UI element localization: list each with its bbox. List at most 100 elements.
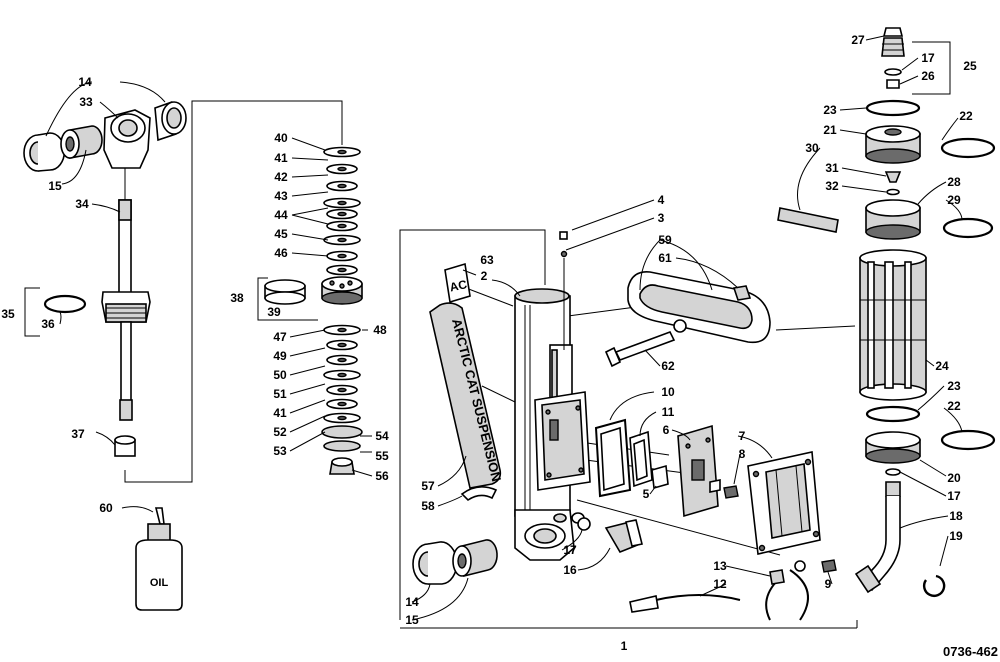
callout-48: 48 [373,323,387,337]
shim-plate [323,440,361,452]
valve-plate [651,424,721,518]
callout-10: 10 [661,385,675,399]
shim-hole [337,237,347,243]
callout-21: 21 [823,123,837,137]
callout-16: 16 [563,563,577,577]
shock-shaft [101,199,151,421]
callout-40: 40 [274,131,288,145]
shaft-assembly: OIL [23,101,187,611]
callout-18: 18 [949,509,963,523]
callout-3: 3 [658,211,665,225]
washer-58 [460,486,498,502]
callout-43: 43 [274,189,288,203]
callout-44: 44 [274,208,288,222]
reservoir-cover [747,451,821,555]
callout-14: 14 [78,75,92,89]
wire-harness [629,560,809,621]
callout-22: 22 [947,399,961,413]
callout-35: 35 [1,307,15,321]
callout-55: 55 [375,449,389,463]
callout-23: 23 [947,379,961,393]
callout-60: 60 [99,501,113,515]
callout-36: 36 [41,317,55,331]
callout-15: 15 [405,613,419,627]
callout-17: 17 [921,51,935,65]
callout-46: 46 [274,246,288,260]
shim-hole [337,200,347,206]
callout-47: 47 [273,330,287,344]
bolt-62 [604,331,676,368]
callout-37: 37 [71,427,85,441]
callout-14: 14 [405,595,419,609]
bracket-35 [24,287,40,337]
callout-42: 42 [274,170,288,184]
oil-bottle: OIL [135,507,183,611]
callout-50: 50 [273,368,287,382]
callout-4: 4 [658,193,665,207]
callout-8: 8 [739,447,746,461]
shim-hole [337,415,347,421]
callout-56: 56 [375,469,389,483]
decal-logo-63: AC [444,262,471,304]
decal-57: ARCTIC CAT SUSPENSION [429,302,504,489]
shim-hole [337,166,347,172]
callout-45: 45 [274,227,288,241]
sleeve-left [60,125,103,159]
shim-hole [337,401,347,407]
o-ring-36 [43,294,87,314]
callout-1: 1 [621,639,628,653]
callout-19: 19 [949,529,963,543]
callout-22: 22 [959,109,973,123]
shim-plate [321,425,363,439]
shim-hole [337,223,347,229]
shock-body: ARCTIC CAT SUSPENSION AC [429,262,591,561]
shim-hole [337,327,347,333]
valve-cap [559,231,568,350]
callout-63: 63 [480,253,494,267]
callout-30: 30 [805,141,819,155]
shim-hole [337,183,347,189]
callout-29: 29 [947,193,961,207]
callout-59: 59 [658,233,672,247]
shim-hole [337,387,347,393]
bushing-right [154,101,187,142]
reservoir-assembly [777,27,996,597]
callout-11: 11 [662,405,675,419]
callout-27: 27 [851,33,865,47]
callout-54: 54 [375,429,389,443]
callout-32: 32 [825,179,839,193]
callout-33: 33 [79,95,93,109]
callout-31: 31 [825,161,839,175]
callout-23: 23 [823,103,837,117]
callout-62: 62 [661,359,675,373]
shim-stack [321,146,363,452]
clamp-59 [627,271,771,344]
callout-34: 34 [75,197,89,211]
callout-25: 25 [963,59,977,73]
callout-49: 49 [273,349,287,363]
oil-bottle-label: OIL [150,577,169,589]
callout-17: 17 [563,543,577,557]
callout-58: 58 [421,499,435,513]
shim-hole [337,342,347,348]
callout-41: 41 [274,151,288,165]
fitting-16 [577,517,643,553]
diagram-code: 0736-462 [943,644,998,659]
callout-9: 9 [825,577,832,591]
callout-2: 2 [481,269,488,283]
callout-41: 41 [273,406,287,420]
callout-6: 6 [663,423,670,437]
callout-53: 53 [273,444,287,458]
shim-hole [337,372,347,378]
callout-17: 17 [947,489,961,503]
callout-7: 7 [739,429,746,443]
callout-leaders [45,35,963,629]
callout-12: 12 [713,577,727,591]
lower-bushings [412,539,498,585]
decal-logo-text: AC [448,277,468,294]
callout-24: 24 [935,359,949,373]
callout-28: 28 [947,175,961,189]
callout-5: 5 [643,487,650,501]
callout-61: 61 [658,251,672,265]
